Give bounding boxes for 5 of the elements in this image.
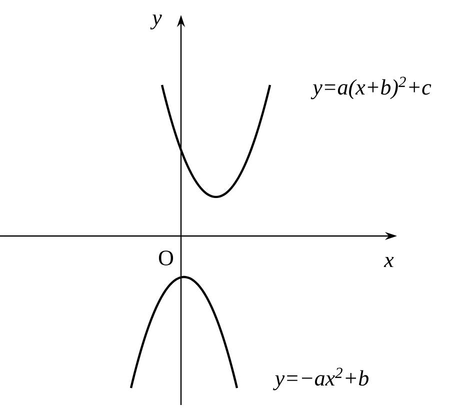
axis-label: x bbox=[384, 256, 394, 268]
equation-label: y=a(x+b)$^{2}$+c bbox=[310, 76, 432, 100]
equation-label: y=−ax$^{2}$+b bbox=[273, 368, 368, 390]
origin-label: O bbox=[158, 250, 174, 266]
axis-label: y bbox=[150, 14, 162, 30]
